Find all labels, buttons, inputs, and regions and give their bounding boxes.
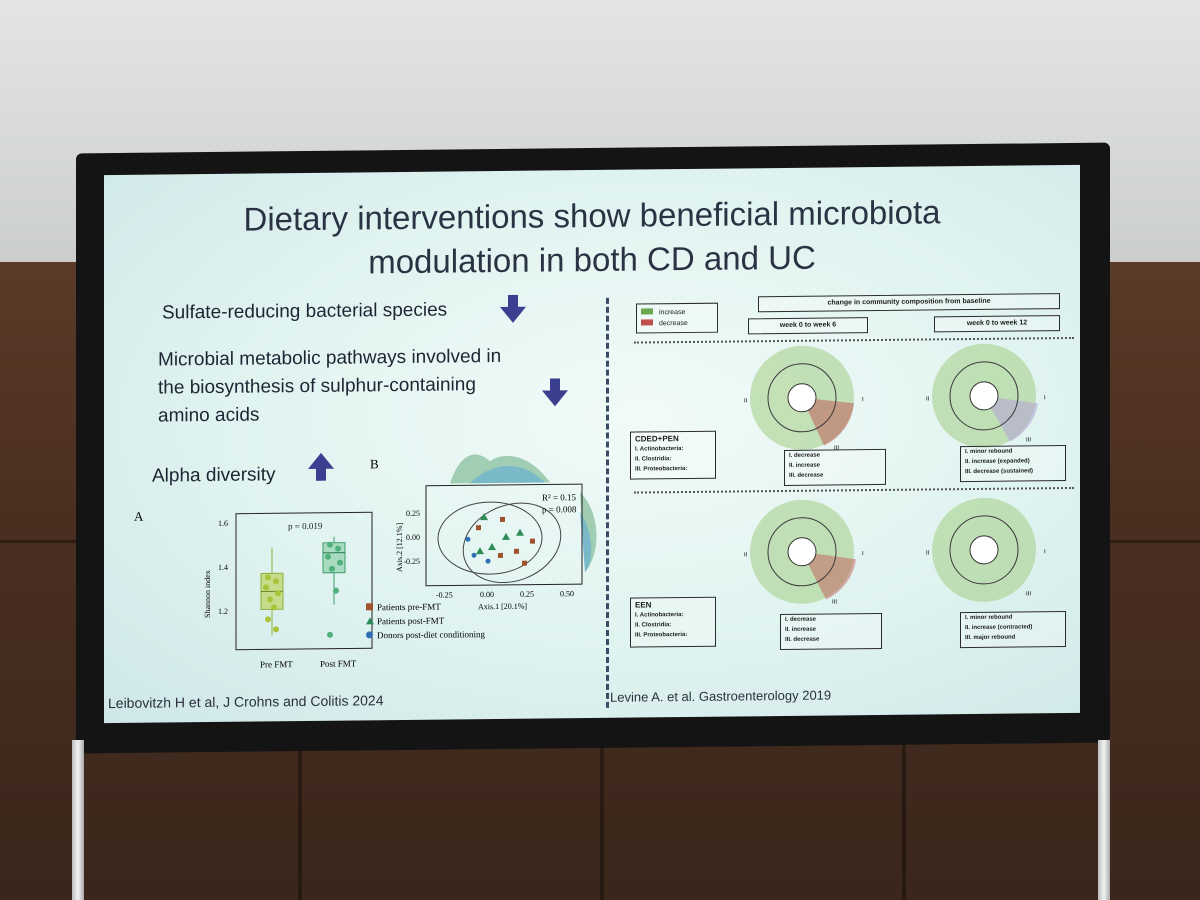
pcoa-xtick: -0.25 xyxy=(436,590,453,599)
legend-increase: increase xyxy=(659,309,686,317)
clado-label-ii: II xyxy=(926,550,930,556)
legend-donors: Donors post-diet conditioning xyxy=(366,627,485,642)
boxplot-ylabel: Shannon index xyxy=(203,570,212,618)
legend-post-fmt: Patients post-FMT xyxy=(366,613,485,628)
cded-w6-results: I. decrease II. increase III. decrease xyxy=(784,448,886,486)
group-cded-pen: CDED+PEN I. Actinobacteria: II. Clostrid… xyxy=(630,430,716,480)
cladogram-cded-w6: II I III xyxy=(744,345,864,451)
cladogram-een-w6: II I III xyxy=(744,499,864,605)
panel-a-label: A xyxy=(134,508,144,524)
pcoa-r2: R² = 0.15 xyxy=(542,492,577,502)
increase-decrease-legend: increase decrease xyxy=(636,302,718,334)
clado-label-i: I xyxy=(1044,549,1046,555)
bullet-pathways-line-1: Microbial metabolic pathways involved in xyxy=(158,345,502,371)
clado-label-ii: II xyxy=(744,398,748,404)
boxplot-ytick: 1.6 xyxy=(218,519,228,528)
pcoa-legend: Patients pre-FMT Patients post-FMT Donor… xyxy=(366,599,485,642)
bullet-alpha-diversity: Alpha diversity xyxy=(152,464,276,487)
clado-label-iii: III xyxy=(832,599,837,605)
pcoa-ytick: 0.00 xyxy=(406,533,420,542)
pcoa-pvalue: p = 0.008 xyxy=(542,504,577,514)
clado-label-ii: II xyxy=(926,396,930,402)
row-clostridia: II. Clostridia: xyxy=(635,622,672,629)
pcoa-xtick: 0.00 xyxy=(480,590,494,599)
clado-label-i: I xyxy=(862,397,864,403)
projected-slide: Dietary interventions show beneficial mi… xyxy=(104,164,1080,724)
group-cded-name: CDED+PEN xyxy=(635,434,679,444)
change-header: change in community composition from bas… xyxy=(758,293,1060,313)
pcoa-xtick: 0.25 xyxy=(520,590,534,599)
down-arrow-icon xyxy=(500,294,526,323)
group-een: EEN I. Actinobacteria: II. Clostridia: I… xyxy=(630,596,716,648)
pcoa-scatter: R² = 0.15 p = 0.008 0.25 0.00 -0.25 Axis… xyxy=(395,454,597,612)
legend-pre-fmt: Patients pre-FMT xyxy=(366,599,485,614)
col-week6: week 0 to week 6 xyxy=(748,317,868,335)
bullet-pathways: Microbial metabolic pathways involved in… xyxy=(158,343,501,431)
pcoa-xlabel: Axis.1 [20.1%] xyxy=(478,602,527,612)
boxplot-ytick: 1.4 xyxy=(218,563,228,572)
bullet-sulfate: Sulfate-reducing bacterial species xyxy=(162,299,448,324)
pcoa-ytick: 0.25 xyxy=(406,509,420,518)
clado-label-i: I xyxy=(1044,395,1046,401)
citation-right: Levine A. et al. Gastroenterology 2019 xyxy=(610,687,832,705)
boxplot-pvalue: p = 0.019 xyxy=(288,521,323,531)
clado-label-ii: II xyxy=(744,552,748,558)
citation-left: Leibovitzh H et al, J Crohns and Colitis… xyxy=(108,692,384,712)
row-proteobacteria: III. Proteobacteria: xyxy=(635,632,688,639)
cladogram-een-w12: II I III xyxy=(926,497,1046,602)
pcoa-xtick: 0.50 xyxy=(560,589,574,598)
screen-stand-left xyxy=(72,740,84,900)
boxplot-ytick: 1.2 xyxy=(218,607,228,616)
up-arrow-icon xyxy=(308,452,334,481)
col-week12: week 0 to week 12 xyxy=(934,315,1060,333)
screen-stand-right xyxy=(1098,740,1110,900)
clado-label-iii: III xyxy=(1026,591,1031,597)
boxplot-xtick: Post FMT xyxy=(320,658,357,668)
een-w6-results: I. decrease II. increase III. decrease xyxy=(780,612,882,651)
clado-label-iii: III xyxy=(1026,437,1031,443)
bullet-pathways-line-2: the biosynthesis of sulphur-containing xyxy=(158,374,476,399)
row-actinobacteria: I. Actinobacteria: xyxy=(635,446,684,453)
boxplot-xtick: Pre FMT xyxy=(260,659,293,669)
legend-decrease: decrease xyxy=(659,319,688,328)
cladogram-cded-w12: II I III xyxy=(926,343,1046,448)
clado-label-iii: III xyxy=(834,445,839,451)
row-actinobacteria: I. Actinobacteria: xyxy=(635,612,684,619)
clado-label-i: I xyxy=(862,551,864,557)
group-een-name: EEN xyxy=(635,600,652,610)
bullet-pathways-line-3: amino acids xyxy=(158,404,260,427)
row-proteobacteria: III. Proteobacteria: xyxy=(635,466,688,473)
een-w12-results: I. minor rebound II. increase (contracte… xyxy=(960,611,1066,649)
cded-w12-results: I. minor rebound II. increase (expanded)… xyxy=(960,445,1066,483)
pcoa-ytick: -0.25 xyxy=(403,557,420,566)
shannon-boxplot: p = 0.019 1.6 1.4 1.2 Shannon index Pre … xyxy=(203,511,373,669)
group-separator xyxy=(634,486,1074,494)
pcoa-ylabel: Axis.2 [12.1%] xyxy=(395,523,404,573)
panel-b-label: B xyxy=(370,456,379,472)
row-clostridia: II. Clostridia: xyxy=(635,456,672,463)
slide-title: Dietary interventions show beneficial mi… xyxy=(104,189,1080,287)
dashed-divider xyxy=(606,297,609,708)
down-arrow-icon xyxy=(542,378,568,407)
